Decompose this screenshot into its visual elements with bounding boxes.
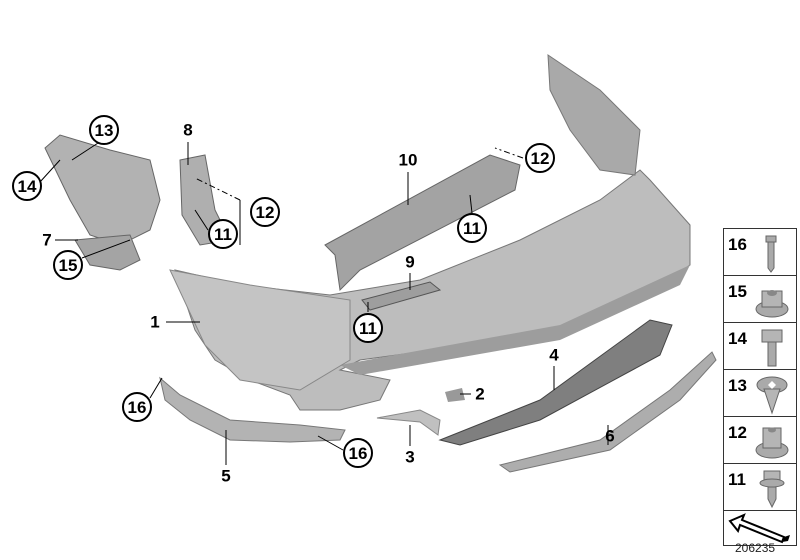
bumper-side-upper: [547, 54, 641, 176]
collar-screw-icon: [759, 470, 785, 509]
callout-9: 9: [405, 252, 415, 272]
bumper-carrier: [324, 154, 521, 292]
fastener-legend: 16 15 14 13 12 11: [723, 228, 797, 546]
part-2: [445, 388, 465, 402]
callout-12: 12: [250, 197, 280, 227]
callout-16: 16: [122, 392, 152, 422]
bumper-lower-strip: [340, 265, 690, 375]
legend-number: 11: [728, 470, 746, 489]
callout-8: 8: [183, 120, 193, 140]
front-direction-arrow-icon: [728, 513, 790, 544]
legend-cell-12: 12: [724, 417, 796, 464]
flange-nut-icon: [755, 290, 789, 318]
legend-number: 13: [728, 376, 747, 395]
expanding-nut-icon: [756, 376, 788, 415]
diagram-number: 206235: [735, 541, 776, 555]
left-side-bracket: [44, 134, 161, 246]
bracket-7: [74, 234, 141, 271]
callout-13: 13: [89, 115, 119, 145]
legend-number: 14: [728, 329, 747, 348]
callout-11: 11: [208, 219, 238, 249]
callout-10: 10: [398, 150, 418, 170]
callout-12: 12: [525, 143, 555, 173]
callout-16: 16: [343, 438, 373, 468]
callout-4: 4: [549, 345, 559, 365]
callout-6: 6: [605, 426, 615, 446]
reflector-3: [376, 409, 441, 436]
legend-number: 16: [728, 235, 747, 254]
collar-nut-icon: [755, 427, 789, 459]
callout-1: 1: [150, 312, 160, 332]
callout-15: 15: [53, 250, 83, 280]
callout-11: 11: [457, 213, 487, 243]
legend-number: 12: [728, 423, 747, 442]
trim-strip-6: [498, 351, 717, 473]
legend-cell-13: 13: [724, 370, 796, 417]
legend-arrow-cell: [724, 511, 796, 545]
legend-cell-15: 15: [724, 276, 796, 323]
bracket-9: [361, 281, 442, 311]
callout-7: 7: [42, 230, 52, 250]
callout-3: 3: [405, 447, 415, 467]
legend-cell-14: 14: [724, 323, 796, 370]
callout-5: 5: [221, 466, 231, 486]
diffuser-4: [438, 319, 673, 446]
legend-cell-11: 11: [724, 464, 796, 511]
callout-2: 2: [475, 384, 485, 404]
bumper-left-end: [169, 269, 351, 391]
leader-lines: [39, 129, 609, 465]
callout-11: 11: [353, 313, 383, 343]
hex-screw-icon: [761, 329, 783, 367]
legend-cell-16: 16: [724, 229, 796, 276]
trim-strip-5: [159, 376, 346, 443]
push-rivet-icon: [765, 235, 777, 273]
legend-number: 15: [728, 282, 747, 301]
callout-14: 14: [12, 171, 42, 201]
